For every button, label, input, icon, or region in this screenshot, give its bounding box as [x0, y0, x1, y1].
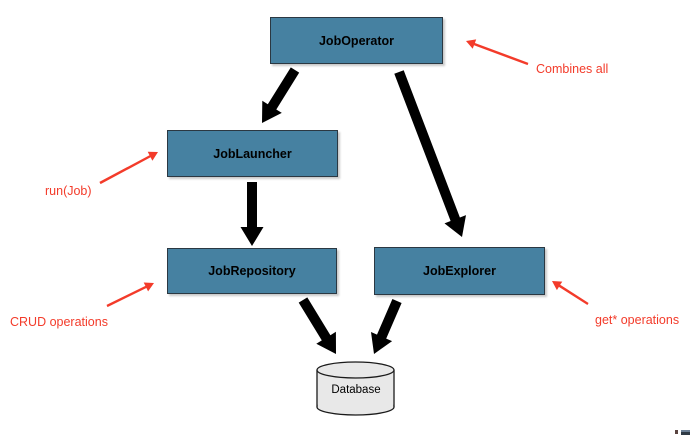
corner-artifact [675, 430, 678, 434]
annotation-run-job: run(Job) [45, 184, 92, 198]
edge-arrow-job_repository-to-database [298, 297, 336, 354]
node-job-launcher-label: JobLauncher [213, 146, 292, 161]
node-job-launcher: JobLauncher [167, 130, 338, 177]
edge-arrow-job_explorer-to-database [371, 299, 402, 354]
node-job-repository-label: JobRepository [208, 264, 296, 278]
corner-artifact [681, 432, 690, 435]
edge-arrow-job_operator-to-job_launcher [262, 67, 300, 123]
corner-artifact [681, 430, 690, 432]
annotation-get-operations: get* operations [595, 313, 680, 327]
node-job-operator: JobOperator [270, 17, 443, 64]
annotation-crud-operations: CRUD operations [10, 315, 108, 329]
node-job-operator-label: JobOperator [318, 33, 394, 48]
node-job-explorer-label: JobExplorer [423, 264, 496, 278]
annotation-arrow-run_job [99, 151, 158, 185]
edge-arrow-job_operator-to-job_explorer [394, 70, 466, 237]
annotation-combines-all: Combines all [536, 62, 609, 76]
node-database-label: Database [331, 384, 381, 396]
annotation-arrow-get_star [552, 281, 589, 305]
annotation-arrow-combines_all [466, 39, 529, 66]
annotation-arrow-crud [106, 282, 154, 308]
node-job-repository: JobRepository [167, 248, 337, 294]
node-job-explorer: JobExplorer [374, 247, 545, 295]
edge-arrow-job_launcher-to-job_repository [240, 182, 264, 246]
